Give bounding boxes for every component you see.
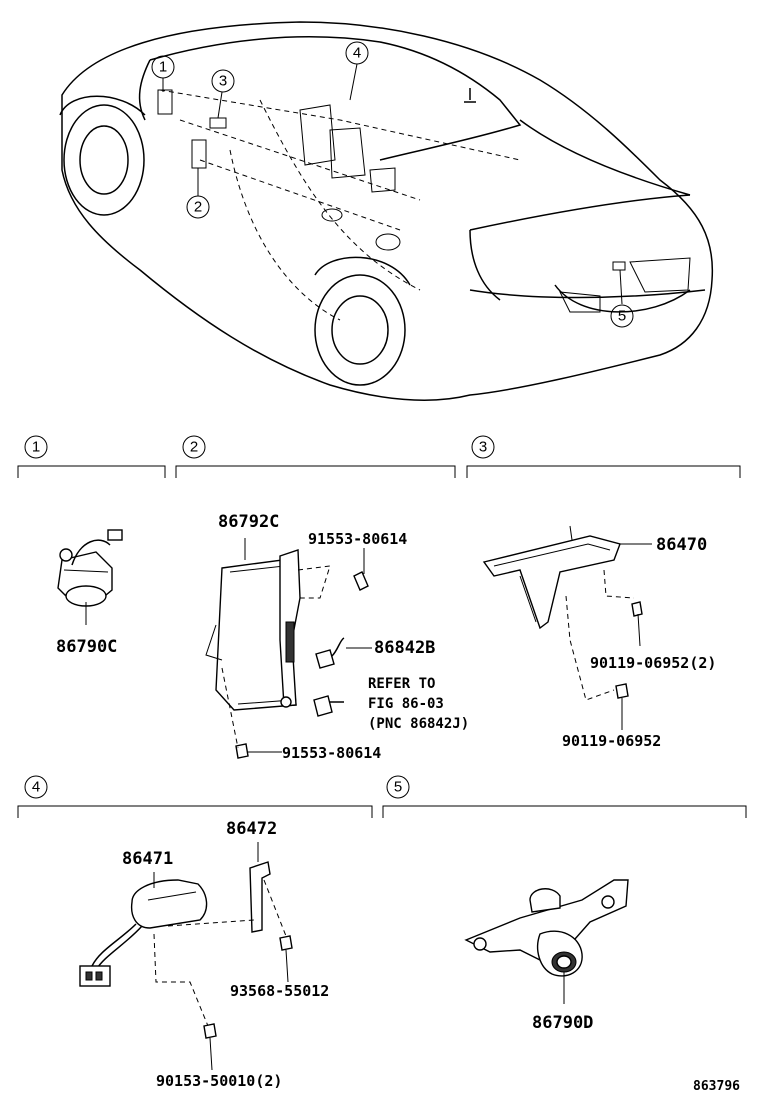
callout-3-car: 3 xyxy=(211,69,235,93)
part-86470-drawing xyxy=(482,525,652,730)
svg-text:3: 3 xyxy=(219,73,227,90)
svg-text:4: 4 xyxy=(32,779,40,796)
part-86790C-drawing xyxy=(57,529,123,625)
car-illustration xyxy=(59,21,714,401)
part-number-86842B: 86842B xyxy=(374,638,435,658)
callout-2-car: 2 xyxy=(186,195,210,219)
svg-text:5: 5 xyxy=(618,308,626,325)
section-4-header: 4 xyxy=(17,775,373,818)
part-number-86471: 86471 xyxy=(122,849,173,869)
part-number-86790C: 86790C xyxy=(56,637,117,657)
part-86472-drawing xyxy=(153,842,293,1071)
diagram-code: 863796 xyxy=(693,1079,740,1094)
part-number-86790D: 86790D xyxy=(532,1013,593,1033)
part-number-90119-06952-qty2: 90119-06952(2) xyxy=(590,654,716,672)
section-5-header: 5 xyxy=(382,775,747,818)
note-fig: FIG 86-03 xyxy=(368,696,444,712)
callout-5-car: 5 xyxy=(610,304,634,328)
svg-text:1: 1 xyxy=(32,439,40,456)
note-pnc: (PNC 86842J) xyxy=(368,716,469,732)
part-number-90119-06952: 90119-06952 xyxy=(562,732,661,750)
callout-4-car: 4 xyxy=(345,41,369,65)
part-number-91553-80614-upper: 91553-80614 xyxy=(308,530,407,548)
part-number-86470: 86470 xyxy=(656,535,707,555)
section-2-header: 2 xyxy=(175,435,456,478)
part-number-86792C: 86792C xyxy=(218,512,279,532)
svg-text:3: 3 xyxy=(479,439,487,456)
svg-text:2: 2 xyxy=(190,439,198,456)
svg-text:1: 1 xyxy=(159,59,167,76)
section-3-header: 3 xyxy=(466,435,741,478)
callout-1-car: 1 xyxy=(151,55,175,79)
part-number-90153-50010-qty2: 90153-50010(2) xyxy=(156,1072,282,1090)
part-number-91553-80614-lower: 91553-80614 xyxy=(282,744,381,762)
part-number-86472: 86472 xyxy=(226,819,277,839)
section-1-header: 1 xyxy=(17,435,166,478)
note-refer-to: REFER TO xyxy=(368,676,435,692)
part-86471-drawing xyxy=(79,872,208,987)
part-number-93568-55012: 93568-55012 xyxy=(230,982,329,1000)
svg-text:4: 4 xyxy=(353,45,361,62)
part-86790D-drawing xyxy=(464,879,629,1004)
svg-text:5: 5 xyxy=(394,779,402,796)
svg-text:2: 2 xyxy=(194,199,202,216)
part-86792C-drawing xyxy=(205,538,372,759)
